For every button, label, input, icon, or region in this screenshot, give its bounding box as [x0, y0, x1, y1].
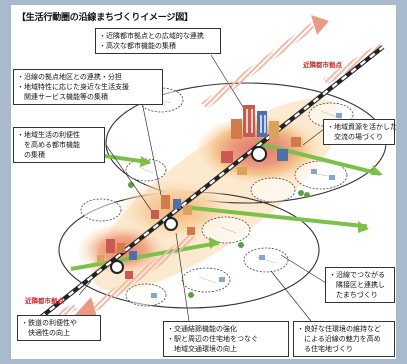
callout-bottom-right: ・良好な住環境の維持など による沿線の魅力を高め る住宅地づくり: [293, 321, 395, 357]
house: [336, 113, 342, 118]
house: [219, 277, 225, 282]
middle-hub-buildings: [151, 195, 195, 235]
callout-top: ・近隣都市拠点との広域的な連携 ・高次な都市機能の集積: [95, 28, 221, 54]
city-hub-label-upper: 近隣都市拠点: [303, 61, 342, 69]
corridor-arrow-right: [323, 43, 383, 85]
callout-left-middle: ・地域生活の利便性 を高める都市機能 の集積: [13, 127, 105, 163]
diagram-title: 【生活行動圏の沿線まちづくりイメージ図】: [17, 13, 193, 23]
callout-bottom-left: ・鉄道の利便性や 快適性の向上: [17, 315, 101, 341]
upper-hub-buildings: [221, 105, 301, 175]
callout-right-upper: ・地域資源を活かした 交流の場づくり: [323, 119, 396, 145]
callout-right-lower: ・沿線でつながる 隣接区と連携し たまちづくり: [325, 267, 395, 303]
green-arrow: [182, 205, 369, 233]
leader-line: [210, 54, 244, 108]
station-middle: [164, 217, 178, 231]
residential-cluster: [201, 216, 251, 244]
tree: [298, 190, 304, 196]
house: [311, 169, 317, 174]
station-upper: [251, 146, 267, 162]
leader-line: [175, 232, 190, 322]
railway-line: [29, 45, 385, 327]
tree: [128, 182, 134, 188]
corridor-arrow-lower: [73, 233, 197, 317]
city-hub-label-lower: 近隣都市拠点: [25, 297, 64, 305]
callout-bottom-center: ・交通結節機能の強化 ・駅と周辺の住宅地をつなぐ 地域交通環境の向上: [163, 321, 289, 357]
leader-line: [105, 144, 152, 211]
tree: [304, 192, 310, 198]
callout-left-upper: ・沿線の拠点地区との連携・分担 ・地域特性に応じた身近な生活支援 関連サービス機…: [13, 69, 163, 105]
residential-cluster: [80, 198, 122, 222]
diagram-panel: 【生活行動圏の沿線まちづくりイメージ図】 近隣都市拠点 近隣都市拠点 ・近隣都市…: [11, 5, 396, 359]
leader-line: [280, 254, 327, 284]
house: [259, 255, 265, 260]
residential-cluster: [125, 283, 167, 307]
tree: [238, 242, 244, 248]
house: [329, 175, 335, 180]
leader-line: [140, 96, 162, 196]
station-lower: [110, 260, 124, 274]
residential-cluster: [181, 267, 231, 293]
leader-line: [302, 128, 325, 146]
leader-line: [78, 280, 92, 296]
tree: [188, 292, 194, 298]
corridor-diagram: [21, 15, 387, 341]
lower-hub-buildings: [97, 239, 137, 279]
residential-cluster: [250, 177, 296, 203]
leader-line: [270, 270, 312, 322]
corridor-arrow-upper: [201, 15, 329, 109]
house: [151, 293, 157, 298]
